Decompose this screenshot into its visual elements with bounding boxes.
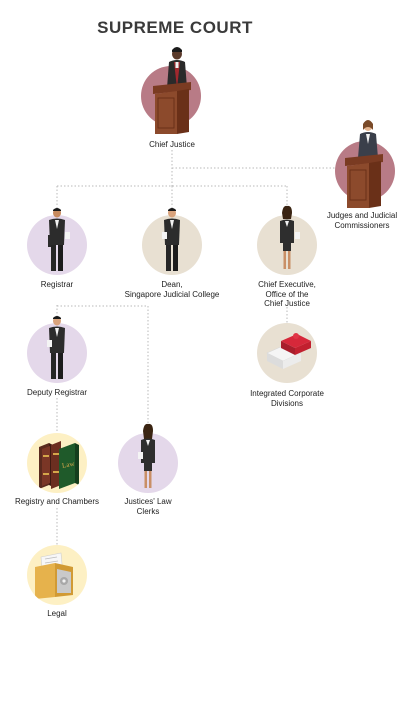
official-figure — [47, 316, 65, 379]
connector-registrar-clerks — [57, 305, 149, 436]
label-dean: Dean, Singapore Judicial College — [124, 280, 220, 299]
puzzle-pieces-icon — [257, 323, 317, 383]
label-deputy-registrar: Deputy Registrar — [26, 388, 88, 397]
label-registry: Registry and Chambers — [14, 497, 100, 506]
chart-title: SUPREME COURT — [97, 18, 253, 37]
label-law-clerks: Justices' Law Clerks — [124, 497, 172, 516]
official-figure — [48, 208, 70, 271]
official-figure — [280, 205, 300, 269]
label-chief-executive: Chief Executive, Office of the Chief Jus… — [258, 280, 316, 308]
judge-figure — [153, 47, 191, 134]
svg-text:Law: Law — [61, 460, 76, 470]
label-integrated-divisions: Integrated Corporate Divisions — [250, 389, 324, 408]
label-registrar: Registrar — [40, 280, 74, 289]
label-legal: Legal — [47, 609, 67, 618]
clerk-figure — [138, 423, 155, 488]
judge-figure — [345, 120, 383, 208]
law-books-icon: Law — [27, 433, 87, 493]
official-figure — [162, 208, 180, 271]
label-chief-justice: Chief Justice — [149, 140, 195, 149]
label-judges: Judges and Judicial Commissioners — [326, 211, 398, 230]
document-folder-icon — [27, 545, 87, 605]
